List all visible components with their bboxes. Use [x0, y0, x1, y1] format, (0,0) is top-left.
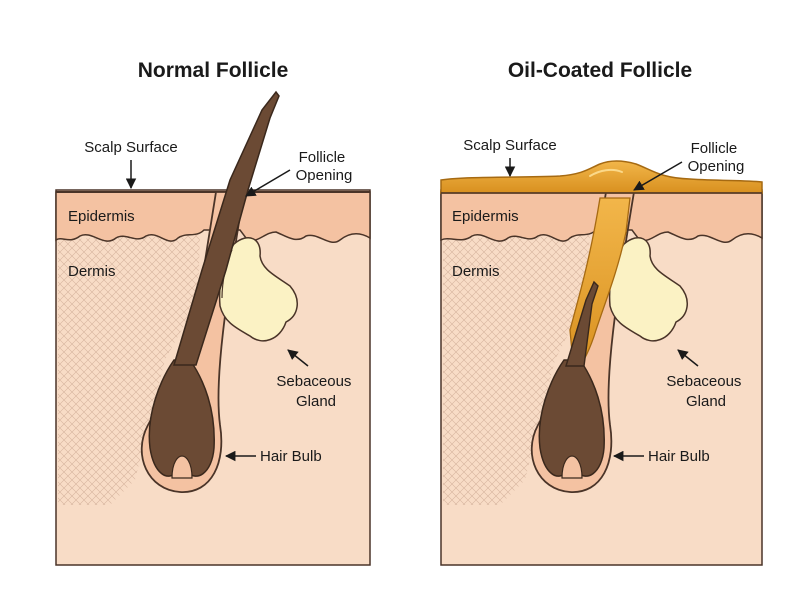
- label-epidermis: Epidermis: [452, 208, 519, 225]
- label-sebaceous-gland-line1: Sebaceous: [666, 373, 741, 390]
- label-sebaceous-gland-line2: Gland: [296, 393, 336, 410]
- sebaceous-gland: [218, 237, 298, 342]
- panel-title: Oil-Coated Follicle: [508, 59, 692, 82]
- oil-surface-layer: [440, 160, 763, 194]
- label-follicle-opening: Follicle Opening: [688, 140, 745, 175]
- label-follicle-opening-line2: Opening: [296, 167, 353, 184]
- label-dermis: Dermis: [68, 263, 116, 280]
- label-dermis: Dermis: [452, 263, 500, 280]
- label-follicle-opening-line1: Follicle: [299, 149, 346, 166]
- label-sebaceous-gland-line2: Gland: [686, 393, 726, 410]
- label-follicle-opening-line1: Follicle: [691, 140, 738, 157]
- oil-highlight: [589, 168, 623, 177]
- arrow-sebaceous-gland: [287, 349, 309, 367]
- label-sebaceous-gland-line1: Sebaceous: [276, 373, 351, 390]
- label-follicle-opening-line2: Opening: [688, 158, 745, 175]
- label-sebaceous-gland: Sebaceous Gland: [666, 373, 745, 410]
- label-scalp-surface: Scalp Surface: [463, 137, 556, 154]
- panel-normal-follicle: Normal Follicle Scalp Surface Follicle O…: [55, 59, 371, 566]
- dermal-papilla: [171, 455, 193, 479]
- label-sebaceous-gland: Sebaceous Gland: [276, 373, 355, 410]
- label-hair-bulb: Hair Bulb: [648, 448, 710, 465]
- dermis-mesh: [443, 232, 590, 505]
- label-hair-bulb: Hair Bulb: [260, 448, 322, 465]
- label-follicle-opening: Follicle Opening: [296, 149, 353, 184]
- hair-stub: [565, 280, 599, 367]
- arrow-follicle-opening: [245, 169, 291, 197]
- label-epidermis: Epidermis: [68, 208, 135, 225]
- panel-oil-coated-follicle: Oil-Coated Follicle Scalp Surface Follic…: [440, 59, 763, 566]
- arrow-sebaceous-gland: [677, 349, 699, 367]
- panel-title: Normal Follicle: [138, 59, 289, 82]
- label-scalp-surface: Scalp Surface: [84, 139, 177, 156]
- dermal-papilla: [561, 455, 583, 479]
- sebaceous-gland: [608, 237, 688, 342]
- dermis-mesh: [58, 232, 200, 505]
- hair-shaft: [172, 90, 280, 366]
- arrow-follicle-opening: [633, 161, 683, 191]
